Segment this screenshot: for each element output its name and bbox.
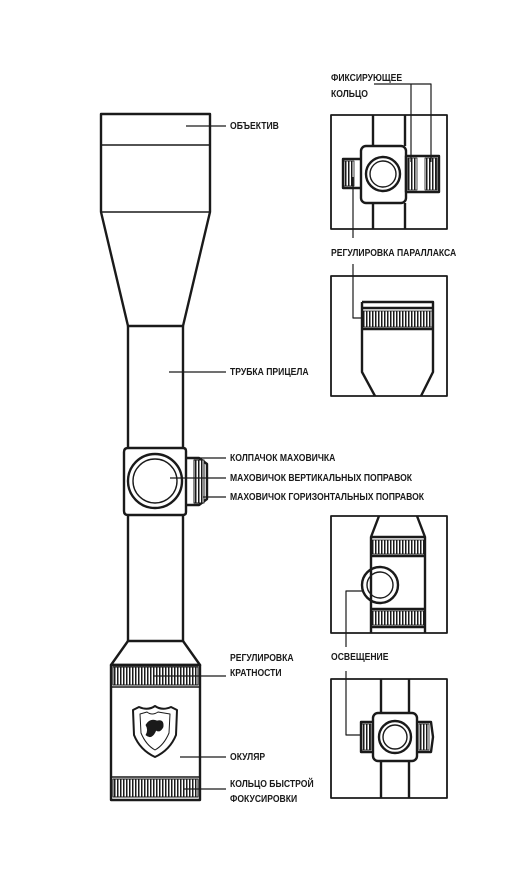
label-objective: ОБЪЕКТИВ xyxy=(230,121,279,132)
detail-locking-ring xyxy=(330,83,448,238)
label-locking-ring-1: ФИКСИРУЮЩЕЕ xyxy=(331,73,403,84)
label-parallax: РЕГУЛИРОВКА ПАРАЛЛАКСА xyxy=(331,248,457,259)
label-tube: ТРУБКА ПРИЦЕЛА xyxy=(230,367,309,378)
label-eyepiece: ОКУЛЯР xyxy=(230,752,266,763)
label-windage-turret: МАХОВИЧОК ГОРИЗОНТАЛЬНЫХ ПОПРАВОК xyxy=(230,492,425,503)
leader-lines xyxy=(153,125,226,790)
detail-parallax xyxy=(330,264,448,397)
brand-shield-logo xyxy=(132,705,178,758)
detail-illumination-bottom xyxy=(330,671,448,799)
label-magnification-1: РЕГУЛИРОВКА xyxy=(230,653,294,664)
label-elevation-turret: МАХОВИЧОК ВЕРТИКАЛЬНЫХ ПОПРАВОК xyxy=(230,473,413,484)
eyepiece-body xyxy=(109,663,202,802)
label-fast-focus-1: КОЛЬЦО БЫСТРОЙ xyxy=(230,779,314,790)
label-illumination: ОСВЕЩЕНИЕ xyxy=(331,652,389,663)
scope-body xyxy=(99,112,212,802)
label-turret-cap: КОЛПАЧОК МАХОВИЧКА xyxy=(230,453,336,464)
label-fast-focus-2: ФОКУСИРОВКИ xyxy=(230,794,298,805)
objective-bell xyxy=(99,112,212,328)
label-magnification-2: КРАТНОСТИ xyxy=(230,668,282,679)
label-locking-ring-2: КОЛЬЦО xyxy=(331,89,368,100)
elevation-turret-circle xyxy=(126,452,184,510)
detail-illumination-top xyxy=(330,515,448,647)
